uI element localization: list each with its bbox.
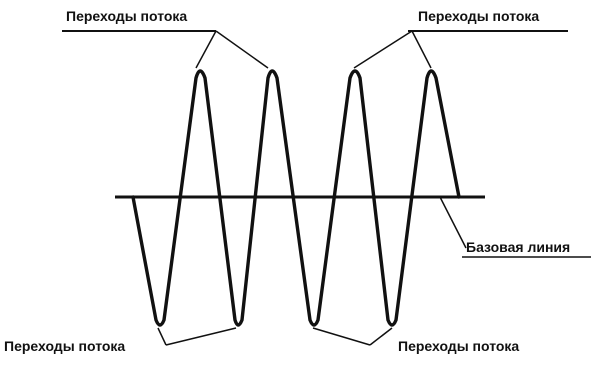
waveform bbox=[131, 69, 461, 327]
leader-top-right-a bbox=[353, 30, 413, 69]
label-top-right: Переходы потока bbox=[418, 8, 539, 24]
leader-bottom-right-a bbox=[312, 327, 371, 346]
label-bottom-right: Переходы потока bbox=[398, 338, 519, 354]
label-top-left: Переходы потока bbox=[66, 8, 187, 24]
leader-top-left-a bbox=[195, 30, 217, 69]
leader-top-left-b bbox=[215, 30, 269, 69]
label-bottom-left: Переходы потока bbox=[4, 338, 125, 354]
baseline-leader bbox=[439, 196, 467, 249]
leader-top-right-b bbox=[411, 30, 432, 69]
leader-bottom-left-b bbox=[165, 327, 237, 346]
baseline-label: Базовая линия bbox=[466, 239, 570, 255]
leader-bottom-right-b bbox=[369, 327, 393, 346]
leader-bottom-left-a bbox=[157, 327, 167, 346]
